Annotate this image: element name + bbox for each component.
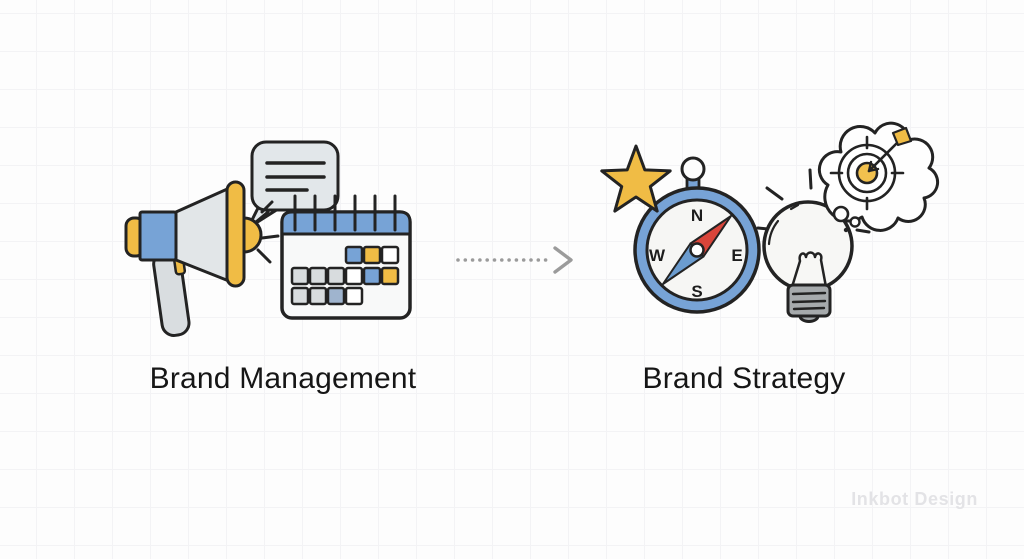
brand-management-art [124, 140, 412, 337]
star-icon [600, 144, 672, 213]
arrow-head [553, 246, 573, 274]
brand-strategy-label: Brand Strategy [642, 362, 846, 395]
dotted-arrow [450, 240, 580, 280]
calendar-icon [280, 194, 412, 320]
thought-trail-bubble [849, 216, 861, 228]
dotted-arrow-icon [456, 246, 573, 274]
brand-strategy-art: N W E S [600, 121, 940, 323]
brand-management-illustration [120, 130, 420, 350]
compass-north-label: N [691, 206, 703, 225]
filament [790, 251, 828, 289]
sound-lines-icon [254, 200, 280, 264]
lightbulb-icon [756, 168, 854, 323]
thought-trail-dot [843, 227, 849, 233]
megaphone-icon [124, 180, 280, 337]
target-icon [829, 126, 913, 211]
thought-bubble-icon [817, 121, 940, 234]
calendar-rings [293, 194, 397, 232]
brand-strategy-illustration: N W E S [595, 120, 940, 348]
compass-west-label: W [649, 246, 666, 265]
compass-south-label: S [691, 282, 702, 301]
thought-trail-bubble [832, 205, 850, 223]
compass-east-label: E [731, 246, 742, 265]
target-arrow-icon [867, 126, 913, 173]
calendar-days [290, 245, 400, 306]
watermark: Inkbot Design [851, 489, 978, 509]
compass-icon: N W E S [633, 156, 761, 314]
brand-management-label: Brand Management [149, 362, 417, 395]
